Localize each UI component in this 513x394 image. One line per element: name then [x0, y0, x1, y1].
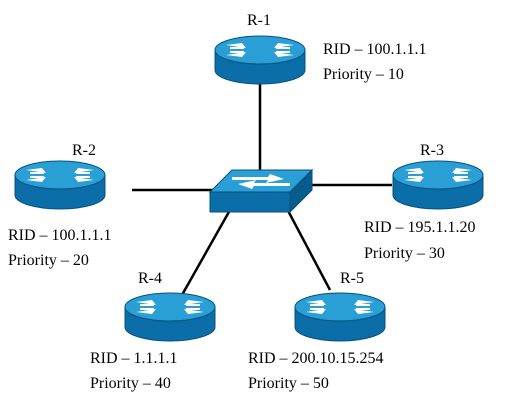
router-r5-rid: RID – 200.10.15.254	[248, 350, 384, 367]
router-r4-priority: Priority – 40	[90, 375, 171, 392]
links	[132, 82, 392, 296]
router-r3-name: R-3	[420, 142, 444, 159]
router-icon	[14, 160, 106, 210]
router-r3-priority: Priority – 30	[364, 245, 445, 262]
router-r2-rid: RID – 100.1.1.1	[8, 227, 112, 244]
router-r5	[294, 292, 386, 342]
router-r5-priority: Priority – 50	[248, 375, 329, 392]
router-r5-name: R-5	[340, 270, 364, 287]
router-r1-rid: RID – 100.1.1.1	[323, 41, 427, 58]
router-r3	[392, 160, 484, 210]
router-r1-priority: Priority – 10	[323, 66, 404, 83]
router-icon	[294, 292, 386, 342]
router-r3-rid: RID – 195.1.1.20	[364, 219, 476, 236]
link-r5	[283, 204, 332, 291]
link-r4	[180, 209, 232, 296]
router-r2-name: R-2	[72, 142, 96, 159]
router-r1-name: R-1	[247, 12, 271, 29]
switch-icon	[208, 168, 314, 214]
router-icon	[124, 292, 216, 342]
router-r4	[124, 292, 216, 342]
router-r2-priority: Priority – 20	[8, 252, 89, 269]
router-r1	[214, 35, 306, 85]
router-icon	[392, 160, 484, 210]
router-icon	[214, 35, 306, 85]
router-r4-rid: RID – 1.1.1.1	[90, 350, 178, 367]
router-r2	[14, 160, 106, 210]
router-r4-name: R-4	[138, 270, 162, 287]
